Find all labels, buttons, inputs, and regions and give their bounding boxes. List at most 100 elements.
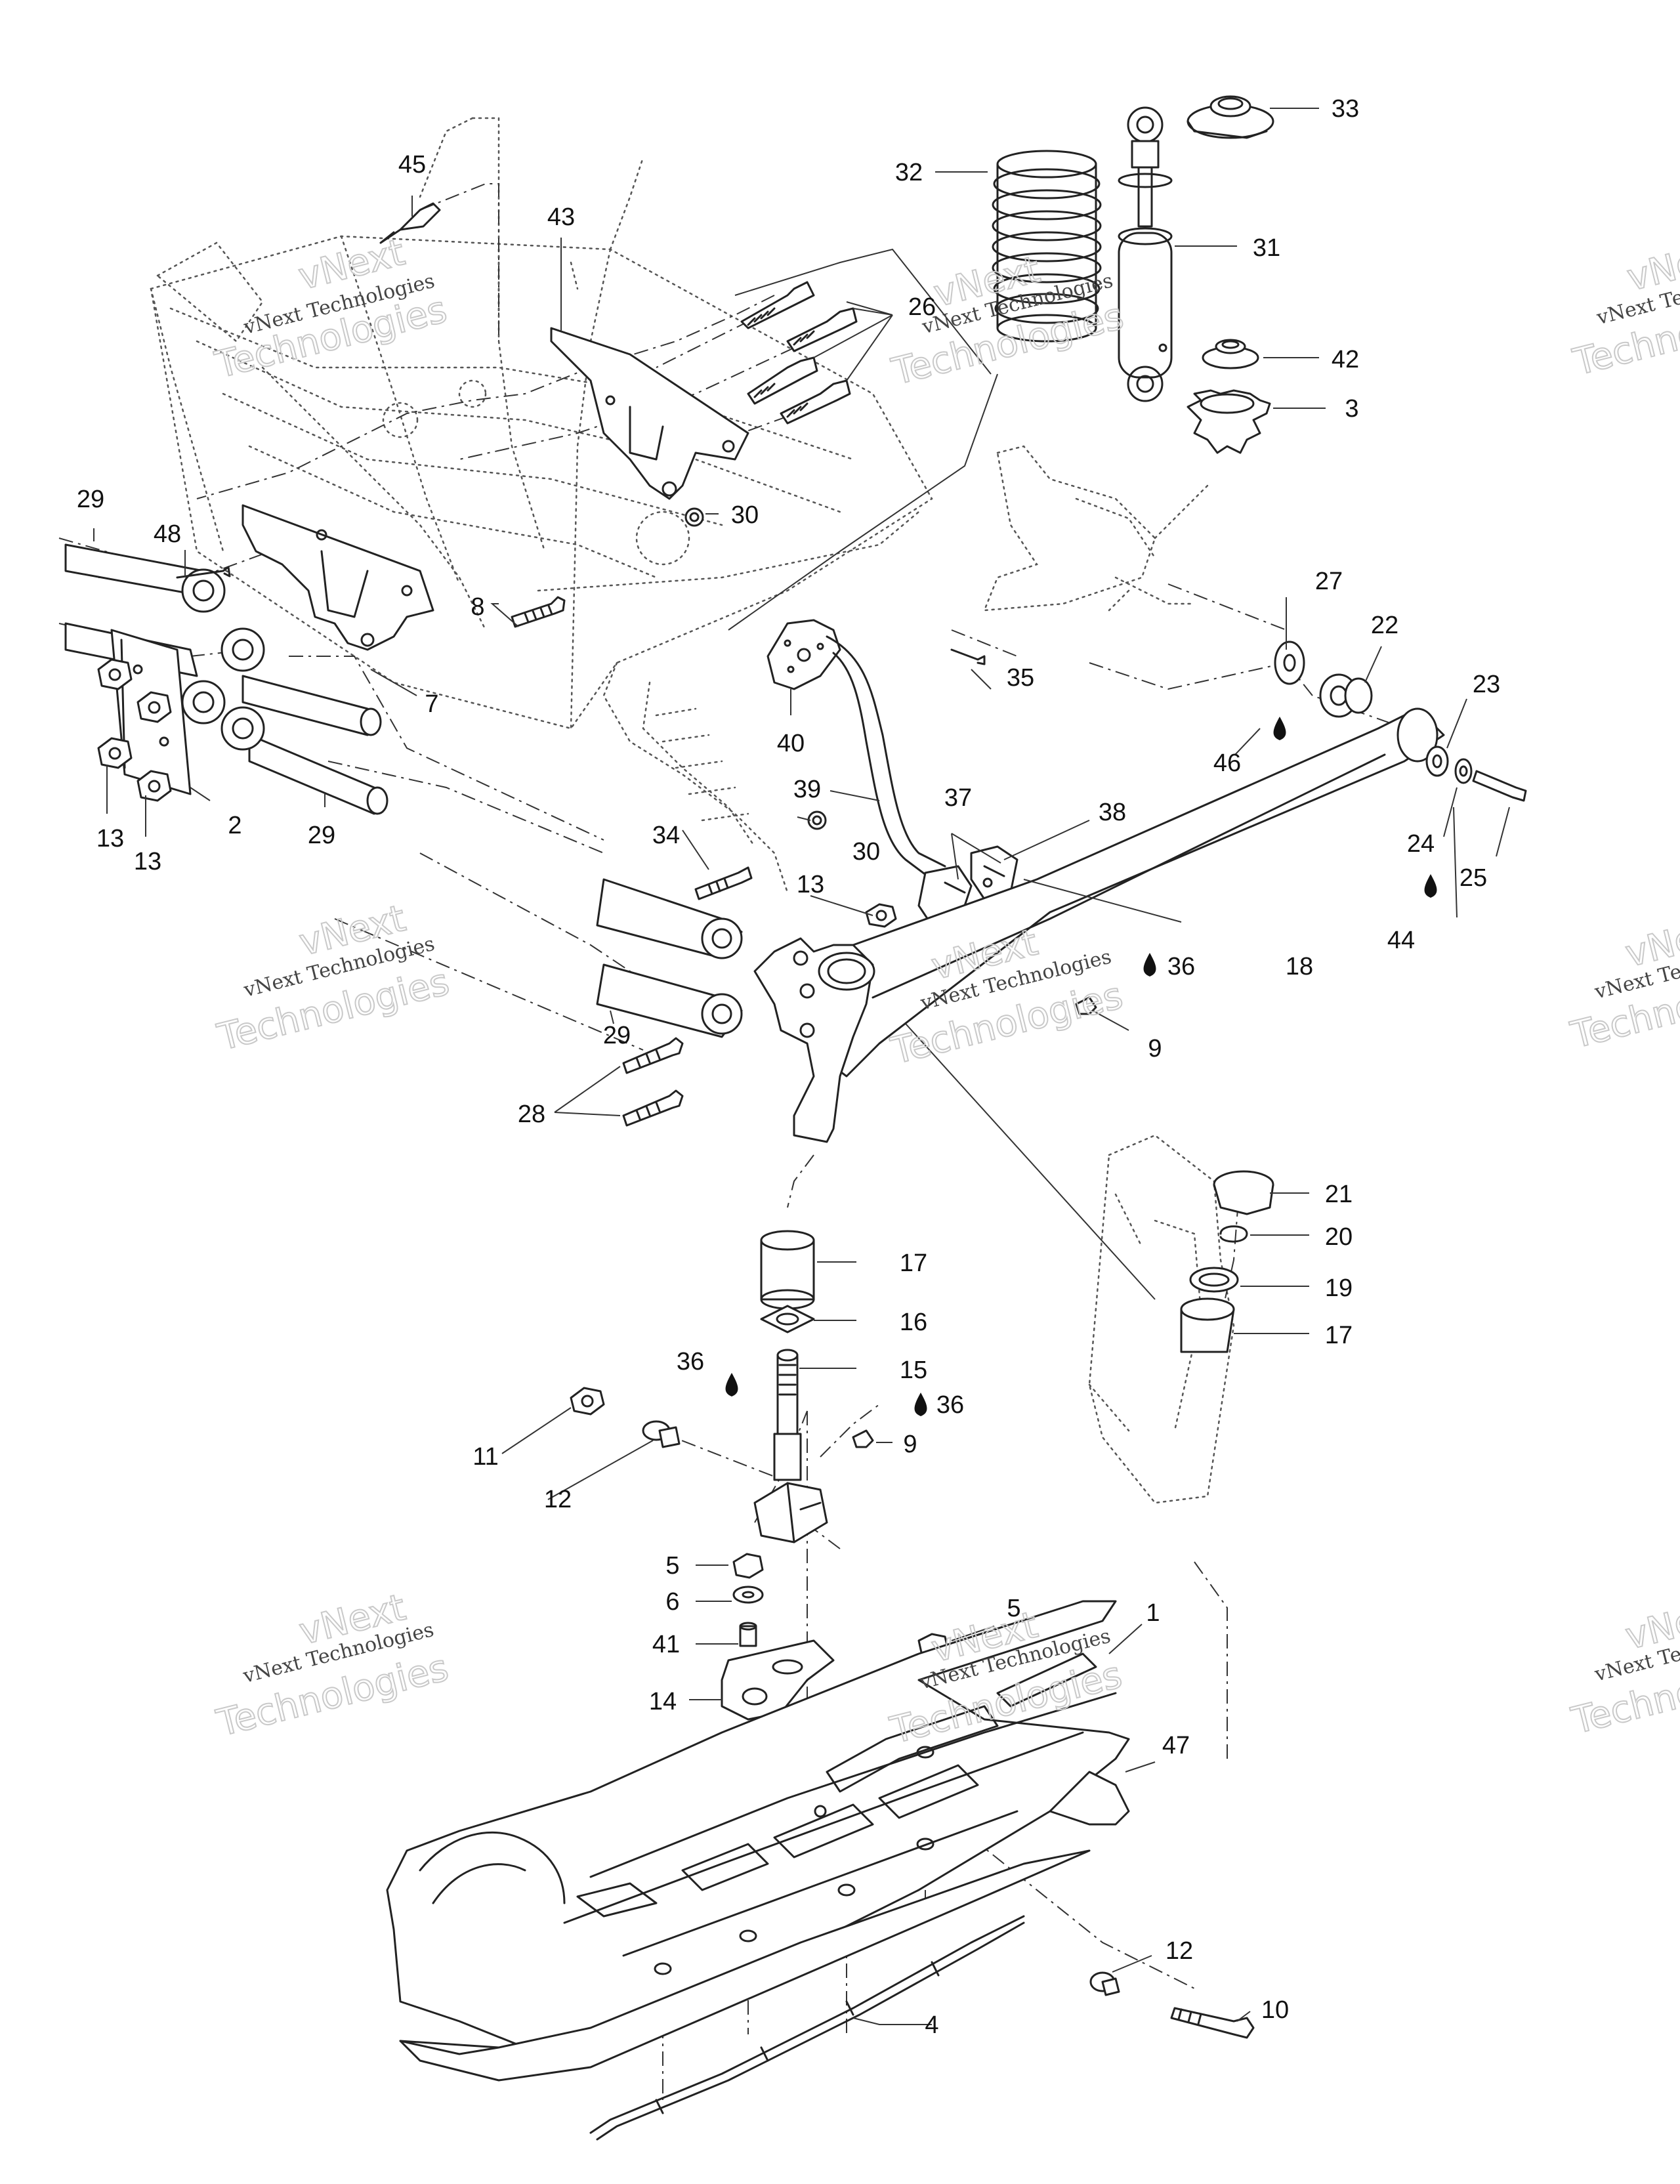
part-15-spindle — [753, 1349, 828, 1544]
part-31-shock — [1118, 106, 1173, 402]
part-13-nuts — [97, 658, 897, 928]
drop-icon — [914, 1393, 927, 1416]
callout-23: 23 — [1473, 671, 1500, 698]
part-3-cam — [1186, 389, 1271, 454]
part-4-wear-bar — [589, 1915, 1025, 2141]
callout-26: 26 — [908, 293, 936, 321]
callout-5-right: 5 — [1007, 1595, 1020, 1622]
part-12-bushing-lower — [1089, 1971, 1120, 1996]
part-27-washer — [1274, 640, 1305, 685]
part-16-washer — [760, 1305, 815, 1334]
callout-9-upper: 9 — [1148, 1035, 1162, 1062]
part-30-nut-upper — [684, 507, 704, 527]
part-5-nut-upper — [732, 1553, 764, 1579]
callout-3: 3 — [1345, 395, 1358, 423]
callout-18: 18 — [1286, 953, 1313, 980]
callout-20: 20 — [1325, 1223, 1353, 1251]
callout-12-upper: 12 — [544, 1486, 572, 1513]
callout-16: 16 — [900, 1309, 927, 1336]
callout-46: 46 — [1213, 749, 1241, 777]
part-28-bolts — [622, 1037, 684, 1127]
callout-6: 6 — [665, 1588, 679, 1616]
part-12-bushing-upper — [642, 1420, 681, 1448]
callout-24: 24 — [1407, 830, 1435, 858]
callout-25: 25 — [1460, 864, 1487, 892]
part-34-bolt — [694, 866, 753, 900]
callout-11: 11 — [472, 1443, 498, 1471]
callout-36-right: 36 — [936, 1391, 964, 1419]
callout-17-center: 17 — [900, 1250, 927, 1277]
part-21-cap — [1213, 1170, 1274, 1215]
drop-icon — [1273, 717, 1286, 740]
lubricant-markers — [725, 717, 1437, 1416]
callout-34: 34 — [652, 822, 680, 849]
part-knuckle — [753, 937, 875, 1143]
callout-29-lower: 29 — [603, 1022, 631, 1049]
callout-14: 14 — [649, 1688, 677, 1715]
part-30-nut-lower — [807, 810, 827, 830]
part-8-bolt — [511, 596, 566, 628]
part-37-38-joint — [917, 845, 1018, 927]
callout-47: 47 — [1162, 1732, 1190, 1759]
callout-5-left: 5 — [665, 1552, 679, 1580]
part-22-bushing — [1319, 673, 1373, 718]
part-10-bolt — [1170, 2007, 1255, 2039]
callout-39: 39 — [793, 776, 821, 803]
frame-outline — [150, 117, 1235, 1504]
callout-10: 10 — [1261, 1996, 1289, 2024]
callout-31: 31 — [1253, 234, 1280, 262]
callout-38: 38 — [1099, 799, 1126, 826]
part-18-arm — [786, 707, 1445, 1078]
part-11-nut — [570, 1387, 605, 1416]
callout-42: 42 — [1332, 346, 1359, 373]
part-39-rod — [826, 635, 946, 881]
part-ski-holes — [654, 1746, 934, 1975]
callout-22: 22 — [1371, 612, 1398, 639]
part-25-bolt — [1472, 770, 1527, 802]
callout-21: 21 — [1325, 1181, 1353, 1208]
part-7-plate — [242, 504, 434, 651]
part-45-rivet — [379, 202, 441, 244]
part-33-cup — [1186, 95, 1274, 139]
callout-9-lower: 9 — [903, 1431, 917, 1458]
callout-40: 40 — [777, 730, 805, 757]
callout-41: 41 — [652, 1631, 680, 1658]
callout-44: 44 — [1387, 927, 1415, 954]
part-9-fitting-lower — [852, 1429, 874, 1448]
callout-1: 1 — [1146, 1599, 1160, 1627]
callout-17-right: 17 — [1325, 1322, 1353, 1349]
callout-4: 4 — [925, 2011, 938, 2039]
drop-icon — [1424, 874, 1437, 898]
callout-43: 43 — [547, 203, 575, 231]
callout-27: 27 — [1315, 568, 1343, 595]
callout-33: 33 — [1332, 95, 1359, 123]
callout-15: 15 — [900, 1356, 927, 1384]
callout-36-upper: 36 — [1167, 953, 1195, 980]
part-42-collar — [1202, 339, 1259, 369]
callout-48: 48 — [154, 520, 181, 548]
part-40-bracket — [766, 619, 841, 690]
part-32-spring — [992, 150, 1102, 343]
callout-8: 8 — [471, 593, 484, 621]
part-26-bolts — [740, 281, 893, 425]
callout-2: 2 — [228, 812, 242, 839]
callout-29-left: 29 — [77, 486, 104, 513]
part-24-washer — [1454, 758, 1473, 784]
part-35-rivet — [950, 648, 986, 665]
part-48-rivet — [176, 566, 231, 579]
callout-32: 32 — [895, 159, 923, 186]
callout-30-lower: 30 — [852, 838, 880, 866]
callout-12-lower: 12 — [1166, 1937, 1193, 1965]
callout-30-upper: 30 — [731, 501, 759, 529]
part-41-spacer — [739, 1622, 757, 1647]
callout-36-left: 36 — [677, 1348, 704, 1376]
part-20-circlip — [1219, 1225, 1248, 1243]
drop-icon — [725, 1373, 738, 1396]
callout-13-left: 13 — [96, 825, 124, 852]
callout-19: 19 — [1325, 1274, 1353, 1302]
callout-28: 28 — [518, 1101, 545, 1128]
part-47-skid — [399, 1771, 1130, 2082]
callout-labels: 33 32 31 26 42 3 45 43 30 29 48 8 7 29 2… — [77, 95, 1500, 2039]
callout-45: 45 — [398, 151, 426, 178]
